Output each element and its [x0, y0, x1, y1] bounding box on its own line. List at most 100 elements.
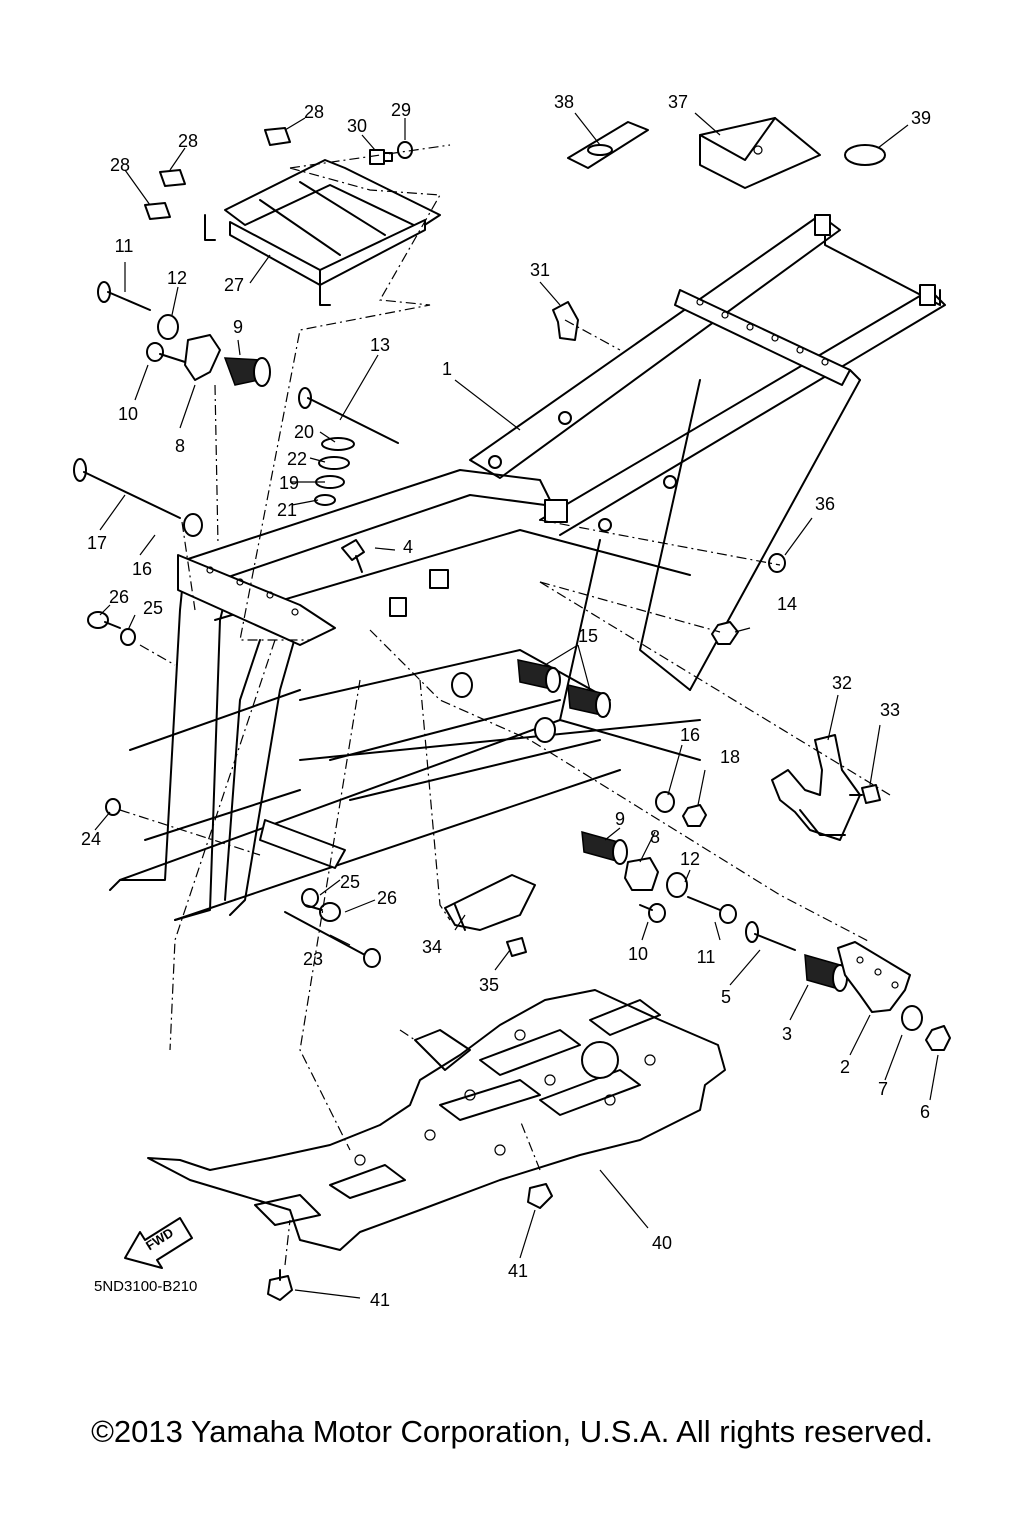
- callout-38: 38: [554, 92, 574, 112]
- callout-13: 13: [370, 335, 390, 355]
- collar-12-upper: [157, 314, 179, 340]
- washer-16-lower: [655, 791, 675, 813]
- collar-12-lower: [666, 872, 688, 898]
- callout-32: 32: [832, 673, 852, 693]
- callout-10b: 10: [628, 944, 648, 964]
- bolt-41-upper: [527, 1183, 553, 1209]
- callout-33: 33: [880, 700, 900, 720]
- callout-9: 9: [233, 317, 243, 337]
- callout-22: 22: [287, 449, 307, 469]
- bearing-stack: [314, 437, 355, 506]
- washer-24: [105, 798, 121, 816]
- frame-exploded-diagram: .ln { fill: none; stroke: #000; stroke-w…: [73, 92, 951, 1310]
- callout-16b: 16: [680, 725, 700, 745]
- callout-17: 17: [87, 533, 107, 553]
- callout-2: 2: [840, 1057, 850, 1077]
- callout-37: 37: [668, 92, 688, 112]
- bracket-8-lower: [624, 857, 659, 891]
- callout-1: 1: [442, 359, 452, 379]
- callout-28b: 28: [178, 131, 198, 151]
- grommet-29: [397, 141, 413, 159]
- bolt-10-lower: [639, 903, 666, 923]
- callout-36: 36: [815, 494, 835, 514]
- callout-23: 23: [303, 949, 323, 969]
- bolt-17: [73, 458, 181, 519]
- callout-4: 4: [403, 537, 413, 557]
- callout-20: 20: [294, 422, 314, 442]
- callout-19: 19: [279, 473, 299, 493]
- fwd-arrow-icon: FWD: [124, 1217, 193, 1269]
- bolt-10-upper: [146, 342, 186, 363]
- clip-28: [144, 127, 291, 220]
- callout-26b: 26: [377, 888, 397, 908]
- copyright-notice: ©2013 Yamaha Motor Corporation, U.S.A. A…: [91, 1414, 933, 1449]
- callout-29: 29: [391, 100, 411, 120]
- callout-8: 8: [175, 436, 185, 456]
- skid-plate: [147, 989, 726, 1251]
- washer-25-upper: [120, 628, 136, 646]
- callout-9b: 9: [615, 809, 625, 829]
- callout-16: 16: [132, 559, 152, 579]
- callout-24: 24: [81, 829, 101, 849]
- bushing-3: [804, 953, 848, 992]
- bolt-23: [284, 911, 381, 968]
- leader-lines: [94, 112, 939, 1299]
- bolt-35: [506, 937, 527, 957]
- bolt-41-lower: [267, 1269, 293, 1301]
- bushing-9-upper: [223, 357, 271, 387]
- washer-16-upper: [183, 513, 203, 537]
- callout-10: 10: [118, 404, 138, 424]
- callout-31: 31: [530, 260, 550, 280]
- bolt-11-upper: [97, 281, 151, 311]
- callout-35: 35: [479, 975, 499, 995]
- nut-36: [768, 553, 786, 573]
- callout-27: 27: [224, 275, 244, 295]
- callout-8b: 8: [650, 827, 660, 847]
- seat-bracket: [204, 159, 441, 306]
- bracket-2: [837, 941, 911, 1013]
- callout-11b: 11: [697, 947, 716, 967]
- bolt-13: [298, 387, 399, 444]
- bushing-15: [451, 659, 611, 743]
- callout-18: 18: [720, 747, 740, 767]
- tool-pouch-37: [699, 117, 821, 189]
- callout-26: 26: [109, 587, 129, 607]
- callout-30: 30: [347, 116, 367, 136]
- nut-14: [711, 621, 739, 645]
- callout-25: 25: [143, 598, 163, 618]
- tool-38: [567, 121, 649, 169]
- nut-6: [925, 1025, 951, 1051]
- callout-14: 14: [777, 594, 797, 614]
- callout-41b: 41: [370, 1290, 390, 1310]
- bolt-26-upper: [87, 611, 121, 629]
- bolt-5: [745, 921, 796, 951]
- callout-21: 21: [277, 500, 297, 520]
- part-code: 5ND3100-B210: [94, 1278, 197, 1295]
- bushing-9-lower: [581, 830, 628, 865]
- callout-41: 41: [508, 1261, 528, 1281]
- callout-12: 12: [167, 268, 187, 288]
- bracket-32: [771, 734, 861, 841]
- callout-40: 40: [652, 1233, 672, 1253]
- alignment-lines: [119, 144, 891, 1266]
- bolt-11-lower: [687, 896, 737, 924]
- bolt-33: [849, 784, 881, 804]
- bolt-30: [369, 149, 393, 165]
- callout-28: 28: [304, 102, 324, 122]
- callout-6: 6: [920, 1102, 930, 1122]
- callout-3: 3: [782, 1024, 792, 1044]
- bracket-8-upper: [184, 334, 221, 381]
- main-frame: [109, 214, 946, 921]
- bracket-34: [444, 874, 536, 931]
- callout-7: 7: [878, 1079, 888, 1099]
- callout-28c: 28: [110, 155, 130, 175]
- callout-15: 15: [578, 626, 598, 646]
- callout-34: 34: [422, 937, 442, 957]
- callout-25b: 25: [340, 872, 360, 892]
- bolt-26-lower: [304, 902, 341, 922]
- callouts: 1 2 3 4 5 6 7 8 8 9 9 10 10 11 11 12 12 …: [81, 92, 931, 1310]
- callout-5: 5: [721, 987, 731, 1007]
- collar-7: [901, 1005, 923, 1031]
- o-ring-39: [844, 144, 886, 166]
- callout-12b: 12: [680, 849, 700, 869]
